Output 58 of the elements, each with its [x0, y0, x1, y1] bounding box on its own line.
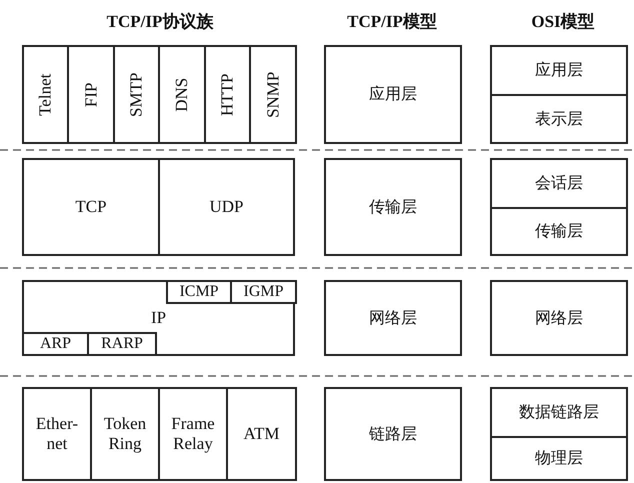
protocol-name: FIP	[81, 82, 101, 107]
layer-name: 数据链路层	[519, 403, 599, 422]
protocol-name: Token Ring	[102, 414, 148, 454]
layer-name: 传输层	[535, 222, 583, 241]
layer-name: 表示层	[535, 110, 583, 128]
layer-box	[490, 45, 628, 96]
protocol-box	[22, 280, 295, 356]
layer-name: 网络层	[535, 308, 583, 328]
layer-box	[490, 387, 628, 438]
layer-box	[490, 207, 628, 256]
protocol-name: IP	[150, 308, 166, 328]
layer-box	[324, 45, 462, 144]
protocol-name: TCP	[75, 197, 107, 217]
protocol-cell	[226, 387, 297, 481]
protocol-cell	[22, 45, 69, 144]
protocol-cell	[22, 158, 160, 256]
protocol-cell	[249, 45, 297, 144]
column-heading: TCP/IP模型	[347, 11, 437, 33]
layer-box	[324, 158, 462, 256]
layer-box	[490, 158, 628, 209]
protocol-name: ICMP	[179, 282, 219, 302]
protocol-cell	[22, 387, 92, 481]
protocol-cell	[67, 45, 115, 144]
layer-name: 物理层	[535, 449, 583, 468]
protocol-name: IGMP	[243, 282, 284, 302]
layer-box	[324, 280, 462, 356]
layer-name: 会话层	[535, 174, 583, 193]
protocol-cell	[204, 45, 251, 144]
protocol-name: ATM	[244, 424, 280, 444]
protocol-name: SMTP	[126, 72, 146, 117]
layer-name: 链路层	[369, 424, 417, 444]
protocol-cell	[230, 280, 297, 304]
layer-name: 传输层	[369, 198, 417, 216]
protocol-name: DNS	[172, 77, 192, 112]
protocol-name: Telnet	[36, 73, 56, 116]
protocol-cell	[113, 45, 160, 144]
layer-box	[490, 436, 628, 481]
column-heading: TCP/IP协议族	[106, 11, 214, 33]
layer-name: 网络层	[369, 308, 417, 328]
protocol-name: ARP	[40, 334, 72, 354]
protocol-cell	[158, 45, 206, 144]
protocol-name: Frame Relay	[170, 414, 216, 454]
layer-box	[324, 387, 462, 481]
layer-box	[490, 94, 628, 144]
protocol-name: HTTP	[218, 73, 238, 116]
layer-name: 应用层	[535, 61, 583, 80]
protocol-name: RARP	[101, 334, 143, 354]
protocol-cell	[158, 387, 228, 481]
layer-name: 应用层	[369, 85, 417, 104]
protocol-name: Ether-net	[34, 414, 80, 454]
protocol-cell	[166, 280, 232, 304]
protocol-name: UDP	[209, 197, 244, 217]
protocol-cell	[90, 387, 160, 481]
protocol-cell	[158, 158, 295, 256]
layer-box	[490, 280, 628, 356]
protocol-cell	[87, 332, 157, 356]
protocol-name: SNMP	[263, 71, 283, 118]
column-heading: OSI模型	[531, 11, 595, 33]
